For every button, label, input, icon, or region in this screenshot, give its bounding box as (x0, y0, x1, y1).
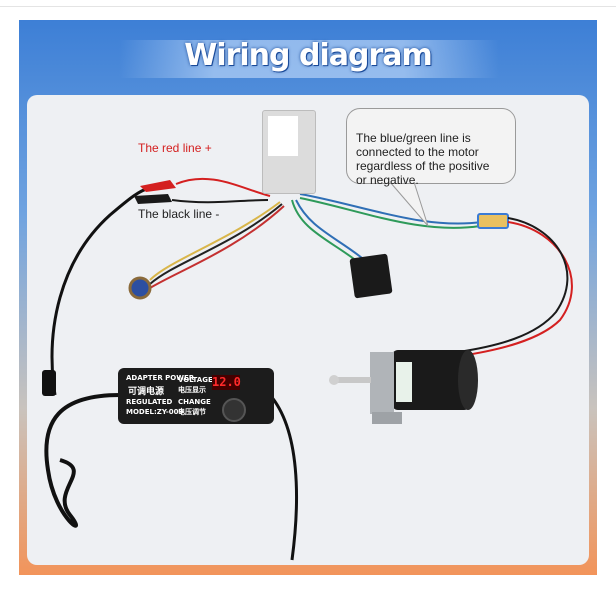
power-adapter (118, 368, 274, 424)
psu-line-2: 可调电源 (128, 387, 165, 397)
red-clip (140, 180, 176, 192)
diagram-title: Wiring diagram (184, 38, 433, 73)
callout-pointer (389, 181, 429, 227)
power-cord (44, 393, 121, 528)
callout-line-1: The blue/green line is (356, 131, 471, 145)
psu-line-3: REGULATED (126, 398, 173, 406)
motor-stand (372, 412, 402, 424)
top-divider (0, 6, 616, 7)
motor-lead-red (459, 221, 573, 357)
rocker-switch (349, 253, 393, 299)
voltage-knob (222, 398, 246, 422)
title-banner (119, 40, 499, 78)
black-line-label: The black line - (138, 207, 220, 221)
adapter-output-cable (50, 186, 151, 396)
callout-line-2: connected to the motor (356, 145, 479, 159)
psu-line-4: MODEL:ZY-009 (126, 408, 184, 416)
callout-line-4: or negative. (356, 173, 419, 187)
motor-wire-blue (299, 193, 483, 225)
callout-line-3: regardless of the positive (356, 159, 490, 173)
switch-wire-blue (295, 199, 363, 259)
psu-line-1: ADAPTER POWER (126, 374, 195, 382)
dc-plug (42, 370, 56, 396)
callout-box (346, 108, 516, 184)
pot-wire-yellow (149, 201, 281, 281)
voltage-display: 12.0 (212, 375, 241, 390)
switch-wire-green (291, 199, 359, 263)
pot-wire-red (149, 205, 285, 289)
psu-voltage-cn: 电压显示 (178, 386, 206, 394)
pot-wire-black (149, 203, 283, 285)
potentiometer-knob (128, 276, 152, 300)
motor-wire-green (299, 197, 481, 229)
psu-change-cn: 电压调节 (178, 408, 206, 416)
adapter-cable-to-bottom (268, 394, 299, 561)
black-wire (171, 199, 269, 204)
black-clip (134, 194, 172, 204)
speed-controller-label (268, 116, 298, 156)
motor-mount (370, 352, 394, 414)
psu-voltage-label: VOLTAGE (178, 376, 213, 384)
wire-connector (477, 213, 509, 229)
psu-change-label: CHANGE (178, 398, 211, 406)
motor-lead-black (457, 217, 569, 353)
motor-shaft (335, 377, 371, 383)
motor-shaft-tip (329, 375, 339, 385)
callout-text: The blue/green line is connected to the … (356, 131, 516, 187)
red-line-label: The red line + (138, 141, 212, 155)
motor-end-cap (458, 350, 478, 410)
motor-label-sticker (396, 362, 412, 402)
red-wire (175, 177, 271, 197)
